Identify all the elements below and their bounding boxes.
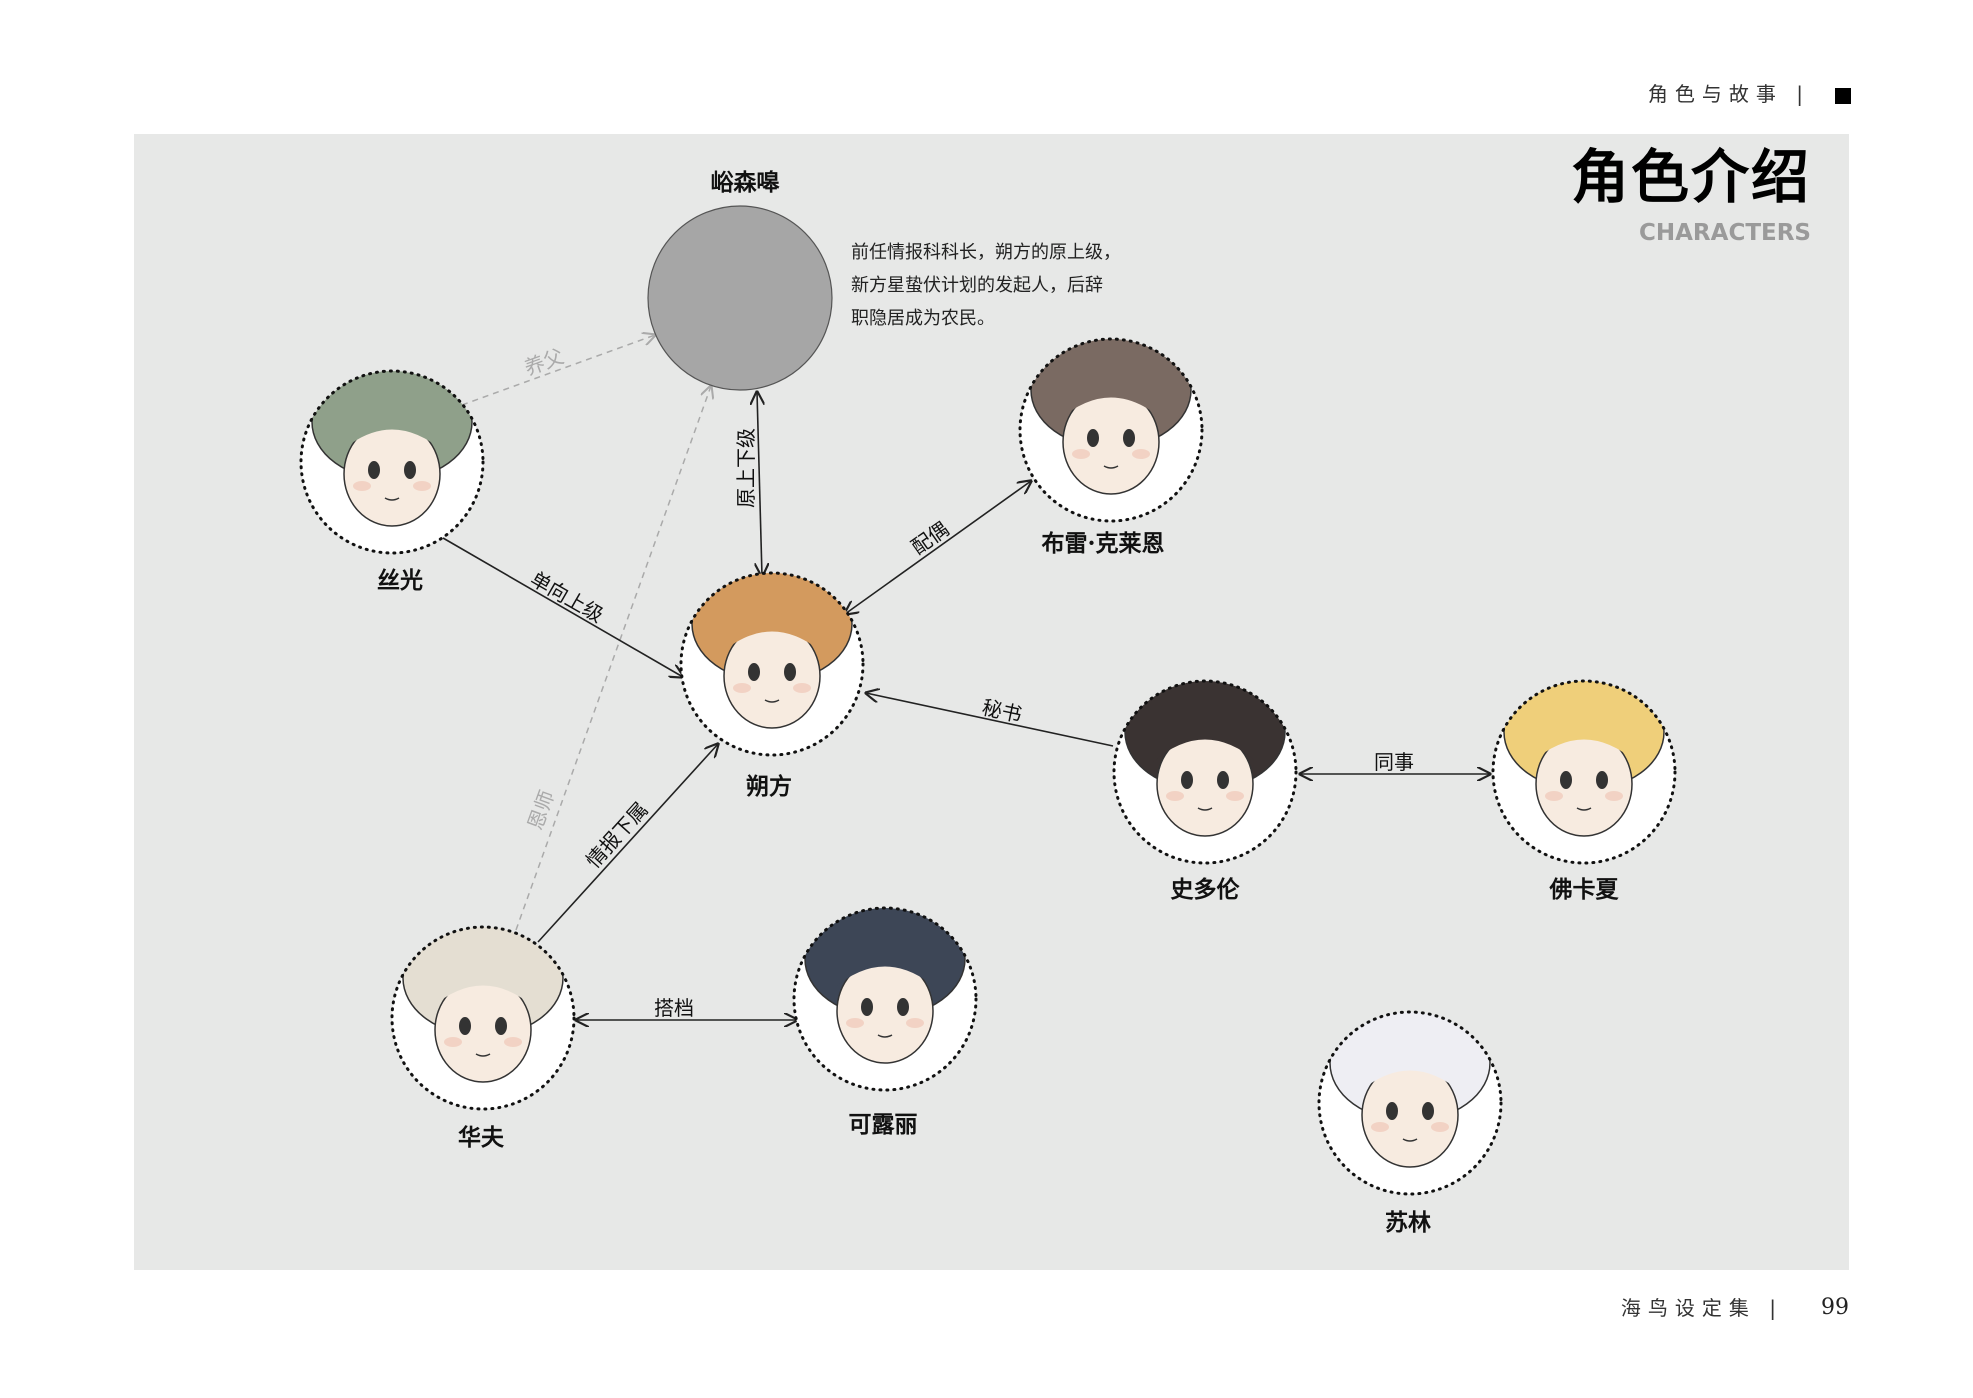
dotted-frame: [1317, 1010, 1503, 1196]
book-title: 海鸟设定集 |: [1620, 1296, 1783, 1320]
page-title: 角色介绍: [1570, 143, 1811, 211]
character-name: 布雷·克莱恩: [1041, 530, 1165, 557]
relation-line: [757, 392, 762, 576]
relation-line: [461, 335, 655, 406]
character-description: 前任情报科科长，朔方的原上级， 新方星蛰伏计划的发起人，后辞 职隐居成为农民。: [851, 236, 1121, 335]
character-portrait: [1124, 681, 1286, 837]
relation-line: [845, 481, 1031, 614]
black-square-icon: [1835, 88, 1851, 104]
dotted-frame: [390, 925, 576, 1111]
character-portrait: [691, 573, 853, 729]
dotted-frame: [1491, 679, 1677, 865]
character-node-shiduolun: [1112, 679, 1298, 865]
character-node-fokaxia: [1491, 679, 1677, 865]
character-name: 峪森嗥: [710, 169, 780, 196]
portrait-placeholder: [647, 205, 833, 391]
character-portrait: [311, 371, 473, 527]
character-portrait: [1030, 339, 1192, 495]
relation-line: [866, 693, 1114, 747]
character-node-yusenhao: [647, 205, 833, 391]
relation-line: [515, 386, 711, 931]
description-line: 前任情报科科长，朔方的原上级，: [851, 242, 1121, 263]
relation-line: [442, 537, 683, 677]
dotted-frame: [1112, 679, 1298, 865]
relation-line: [537, 744, 718, 943]
character-portrait: [1503, 681, 1665, 837]
relation-label: 原上下级: [734, 428, 758, 508]
character-node-sulin: [1317, 1010, 1503, 1196]
dotted-frame: [679, 571, 865, 757]
dotted-frame: [792, 906, 978, 1092]
character-node-siguang: [299, 369, 485, 555]
dotted-frame: [1018, 337, 1204, 523]
character-portrait: [804, 908, 966, 1064]
character-name: 苏林: [1385, 1209, 1431, 1236]
section-header: 角色与故事 |: [1647, 82, 1810, 106]
character-portrait: [402, 927, 564, 1083]
character-name: 佛卡夏: [1549, 876, 1619, 903]
character-node-shuofang: [679, 571, 865, 757]
description-line: 新方星蛰伏计划的发起人，后辞: [851, 275, 1103, 296]
page-subtitle: CHARACTERS: [1639, 220, 1811, 246]
character-node-bulei: [1018, 337, 1204, 523]
character-portrait: [1329, 1012, 1491, 1168]
character-name: 华夫: [458, 1124, 504, 1151]
dotted-frame: [299, 369, 485, 555]
character-name: 朔方: [746, 773, 792, 800]
character-node-keluli: [792, 906, 978, 1092]
page-number: 99: [1821, 1295, 1849, 1320]
character-name: 史多伦: [1170, 876, 1240, 903]
description-line: 职隐居成为农民。: [851, 308, 995, 329]
character-node-huafu: [390, 925, 576, 1111]
character-name: 可露丽: [848, 1111, 918, 1138]
relation-label: 搭档: [654, 996, 694, 1020]
character-name: 丝光: [377, 567, 423, 594]
relation-label: 同事: [1374, 750, 1414, 774]
